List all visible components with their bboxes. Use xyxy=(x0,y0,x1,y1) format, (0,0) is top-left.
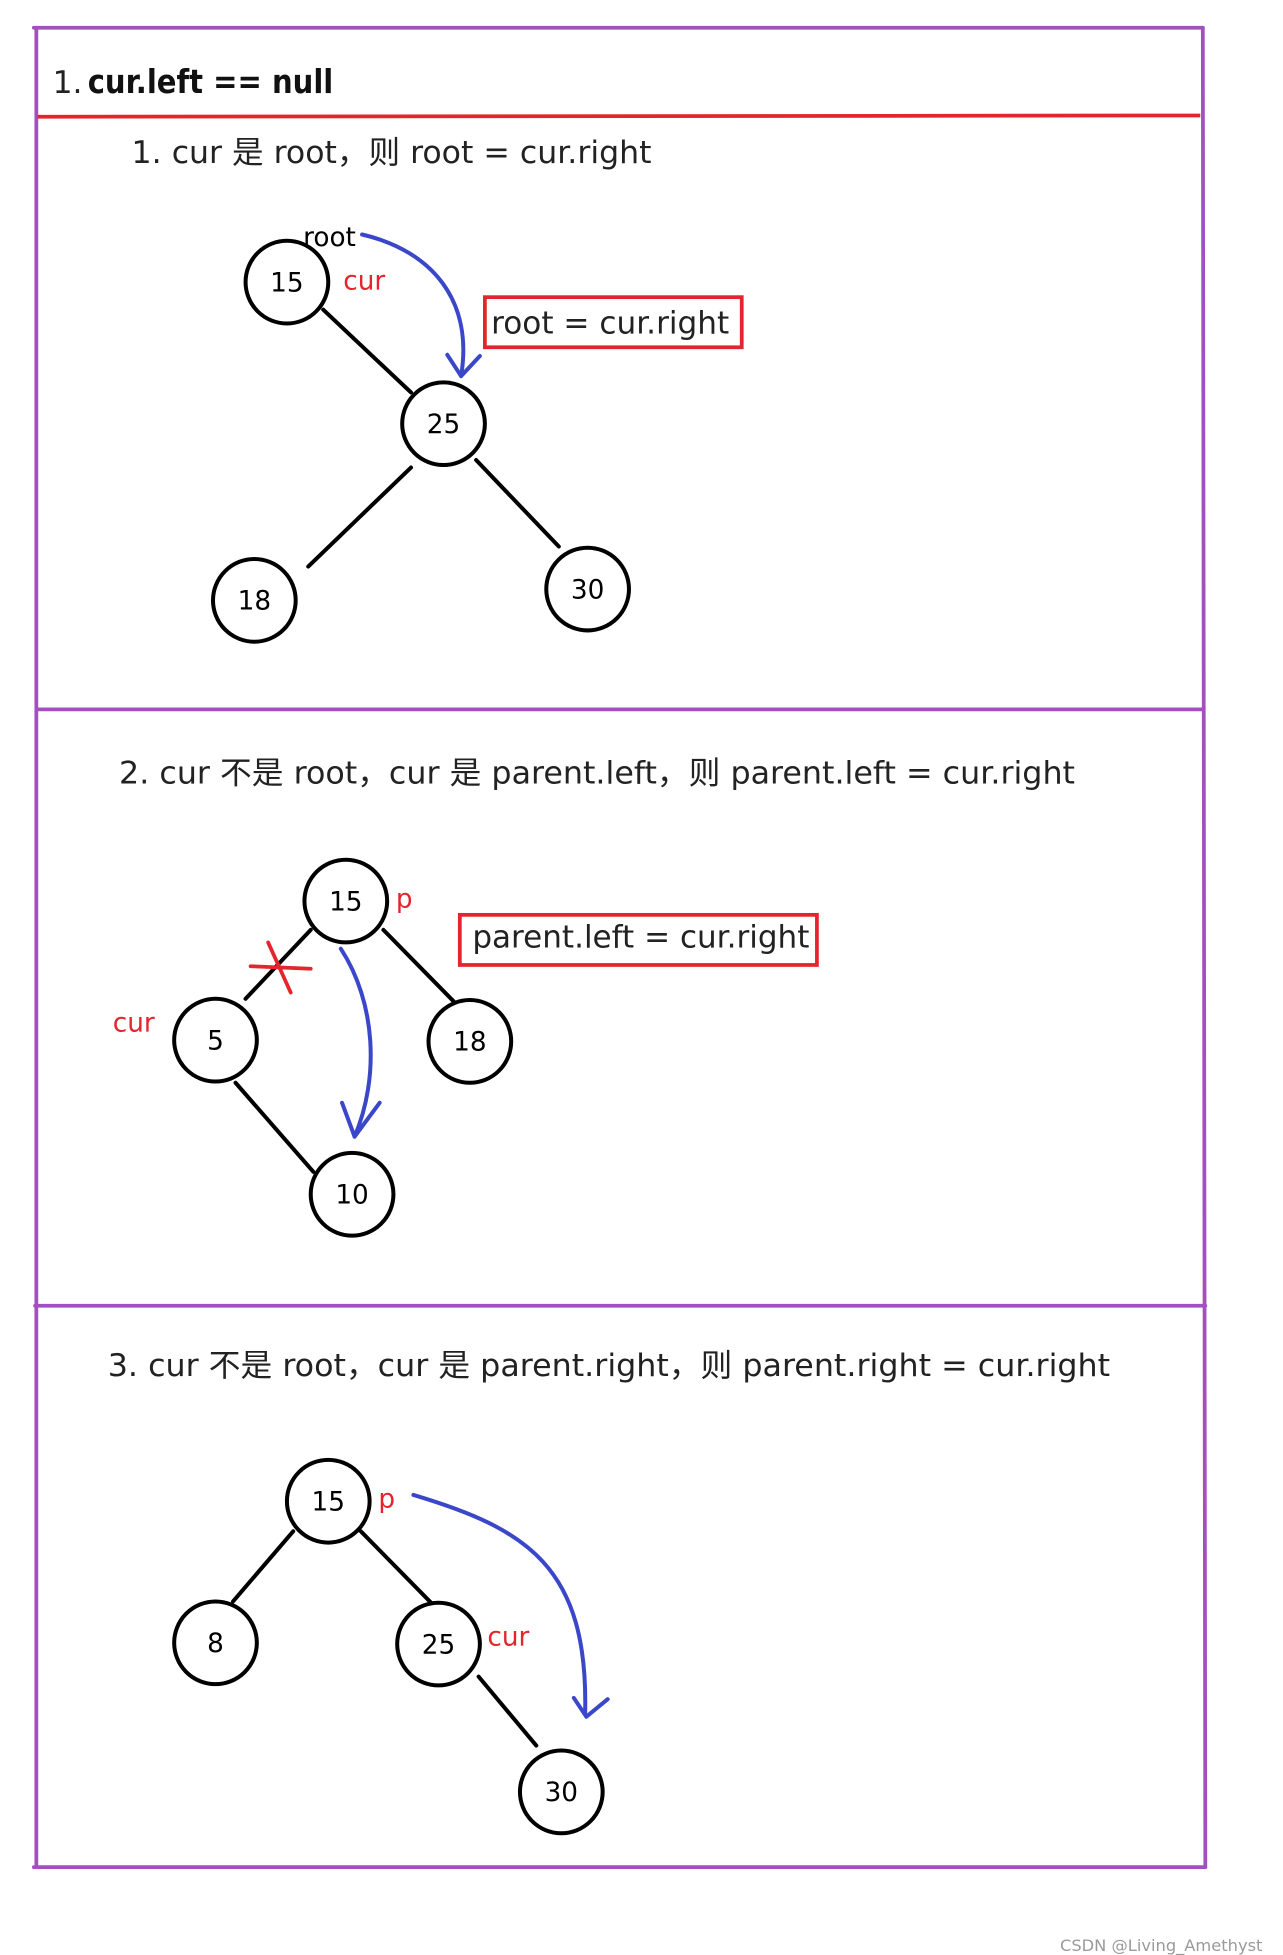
assignment-text: parent.left = cur.right xyxy=(472,919,809,955)
tree-node: 15 xyxy=(302,857,390,945)
case-1: 1. cur 是 root，则 root = cur.right 15 25 1… xyxy=(132,135,744,644)
node-value: 5 xyxy=(207,1026,224,1056)
node-circle xyxy=(517,1748,605,1836)
case-3-title: 3. cur 不是 root，cur 是 parent.right，则 pare… xyxy=(108,1348,1110,1384)
header-condition: cur.left == null xyxy=(88,63,334,101)
node-circle xyxy=(243,238,331,326)
move-arrow-head xyxy=(340,1100,382,1139)
edge-25-18 xyxy=(306,465,413,569)
tree-node: 25 xyxy=(395,1600,482,1688)
tree-node: 18 xyxy=(210,557,298,644)
node-value: 15 xyxy=(270,268,303,298)
assignment-text: root = cur.right xyxy=(491,305,729,341)
case-2: 2. cur 不是 root，cur 是 parent.left，则 paren… xyxy=(113,755,1075,1238)
node-value: 25 xyxy=(427,410,460,440)
parent-pointer-label: p xyxy=(378,1484,395,1514)
node-value: 25 xyxy=(422,1630,455,1660)
tree-node: 10 xyxy=(308,1150,396,1238)
edge-15-25 xyxy=(321,307,413,395)
edge-15-18 xyxy=(381,927,457,1005)
node-circle xyxy=(400,380,487,468)
tree-node: 25 xyxy=(400,380,487,468)
tree-node: 8 xyxy=(172,1599,259,1687)
tree-node: 30 xyxy=(544,545,631,633)
move-arrow xyxy=(411,1492,588,1717)
node-value: 18 xyxy=(453,1028,486,1058)
frame-right xyxy=(1200,25,1208,1869)
edge-5-10 xyxy=(233,1080,316,1174)
move-arrow xyxy=(338,946,373,1139)
tree-node: 30 xyxy=(517,1748,605,1836)
move-arrow-head xyxy=(571,1695,610,1719)
node-circle xyxy=(395,1600,482,1688)
edge-25-30 xyxy=(474,458,561,549)
header-number: 1. xyxy=(53,65,83,101)
edge-25-30 xyxy=(476,1674,539,1748)
watermark: CSDN @Living_Amethyst xyxy=(1060,1936,1262,1955)
tree-node: 5 xyxy=(172,996,259,1084)
edge-15-8 xyxy=(231,1529,296,1604)
case-1-title: 1. cur 是 root，则 root = cur.right xyxy=(132,135,652,171)
node-circle xyxy=(426,998,514,1085)
frame xyxy=(31,25,1208,1869)
cut-mark-stroke xyxy=(266,940,293,995)
node-value: 30 xyxy=(571,575,604,605)
node-value: 30 xyxy=(545,1778,578,1808)
case-3: 3. cur 不是 root，cur 是 parent.right，则 pare… xyxy=(108,1348,1110,1836)
root-pointer-label: root xyxy=(303,223,356,253)
parent-pointer-label: p xyxy=(396,884,413,914)
node-circle xyxy=(284,1457,372,1545)
node-value: 15 xyxy=(329,887,362,917)
edge-15-25 xyxy=(358,1529,435,1606)
node-circle xyxy=(172,996,259,1084)
assignment-box xyxy=(483,295,744,350)
move-arrow-head xyxy=(445,352,482,379)
tree-node: 18 xyxy=(426,998,514,1085)
node-circle xyxy=(544,545,631,633)
node-value: 15 xyxy=(312,1487,345,1517)
node-value: 18 xyxy=(238,587,271,617)
node-circle xyxy=(172,1599,259,1687)
cut-mark-icon xyxy=(248,940,313,995)
node-circle xyxy=(302,857,390,945)
assignment-box xyxy=(457,912,819,967)
cur-pointer-label: cur xyxy=(343,267,385,297)
tree-node: 15 xyxy=(284,1457,372,1545)
header-rule xyxy=(37,113,1201,119)
node-circle xyxy=(308,1150,396,1238)
move-arrow xyxy=(360,232,466,379)
node-circle xyxy=(210,557,298,644)
cur-pointer-label: cur xyxy=(487,1622,529,1652)
case-2-title: 2. cur 不是 root，cur 是 parent.left，则 paren… xyxy=(119,755,1075,791)
node-value: 10 xyxy=(335,1181,368,1211)
tree-node: 15 xyxy=(243,238,331,326)
cur-pointer-label: cur xyxy=(113,1008,155,1038)
node-value: 8 xyxy=(207,1629,224,1659)
